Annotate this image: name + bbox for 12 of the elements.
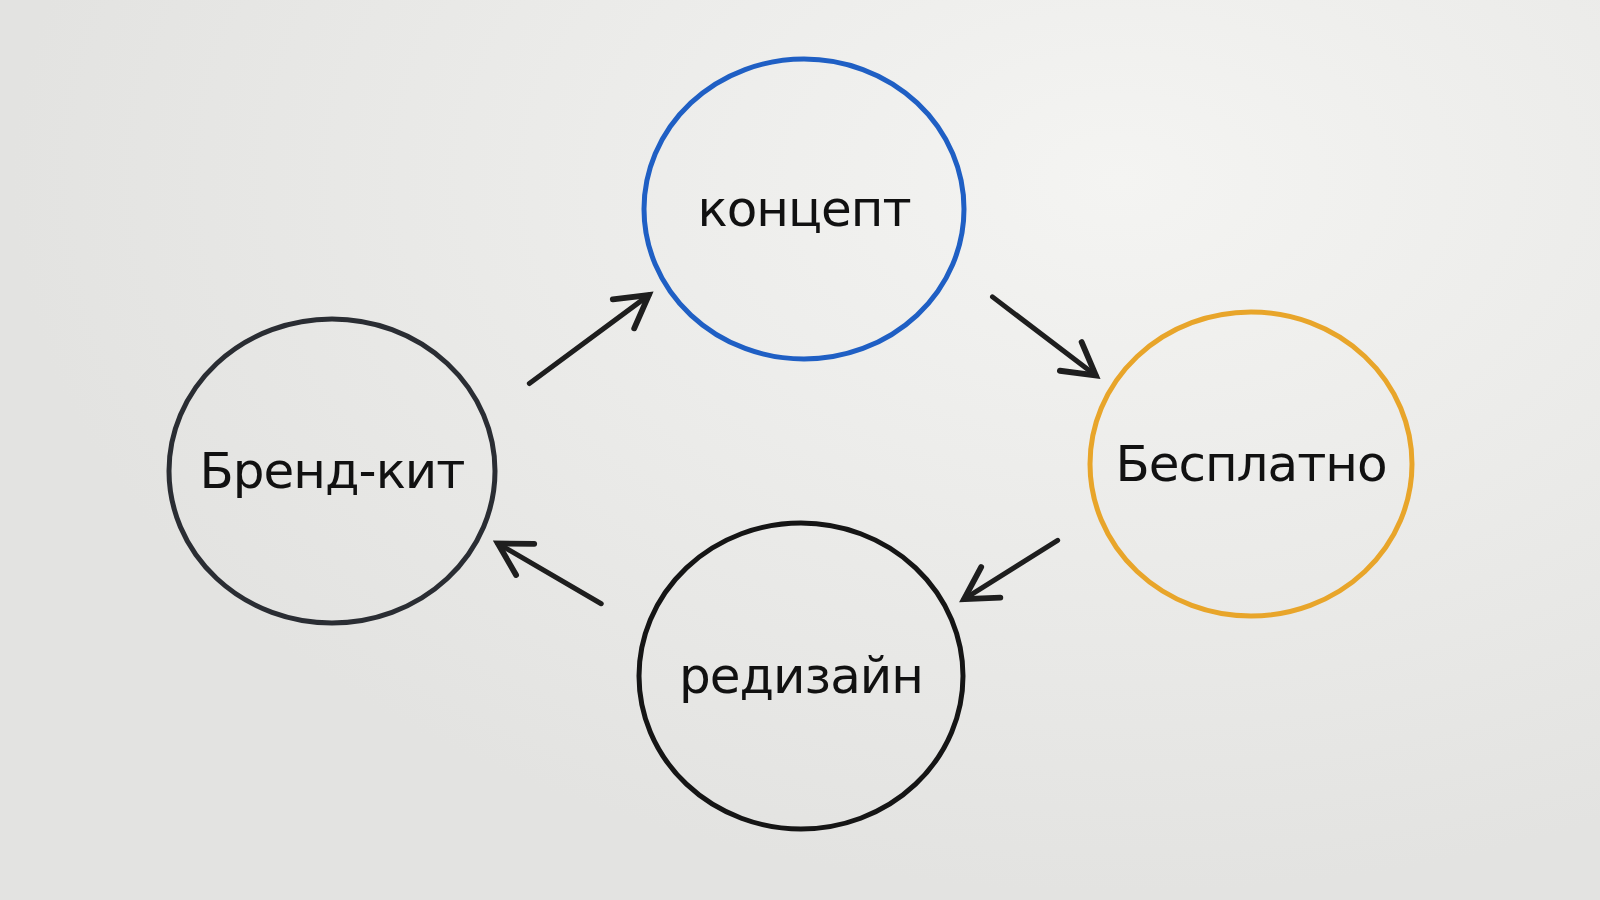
node-label: Бесплатно [1115, 435, 1387, 493]
node-label: Бренд-кит [199, 442, 465, 500]
circle-node [1086, 308, 1416, 620]
circle-node [165, 315, 499, 627]
arrow [495, 540, 604, 607]
arrow [526, 292, 652, 387]
arrow [961, 537, 1061, 603]
arrow [990, 294, 1099, 379]
circle-node [635, 519, 967, 833]
node-label: редизайн [679, 647, 923, 705]
circle-node [640, 55, 968, 363]
node-label: концепт [697, 180, 911, 238]
